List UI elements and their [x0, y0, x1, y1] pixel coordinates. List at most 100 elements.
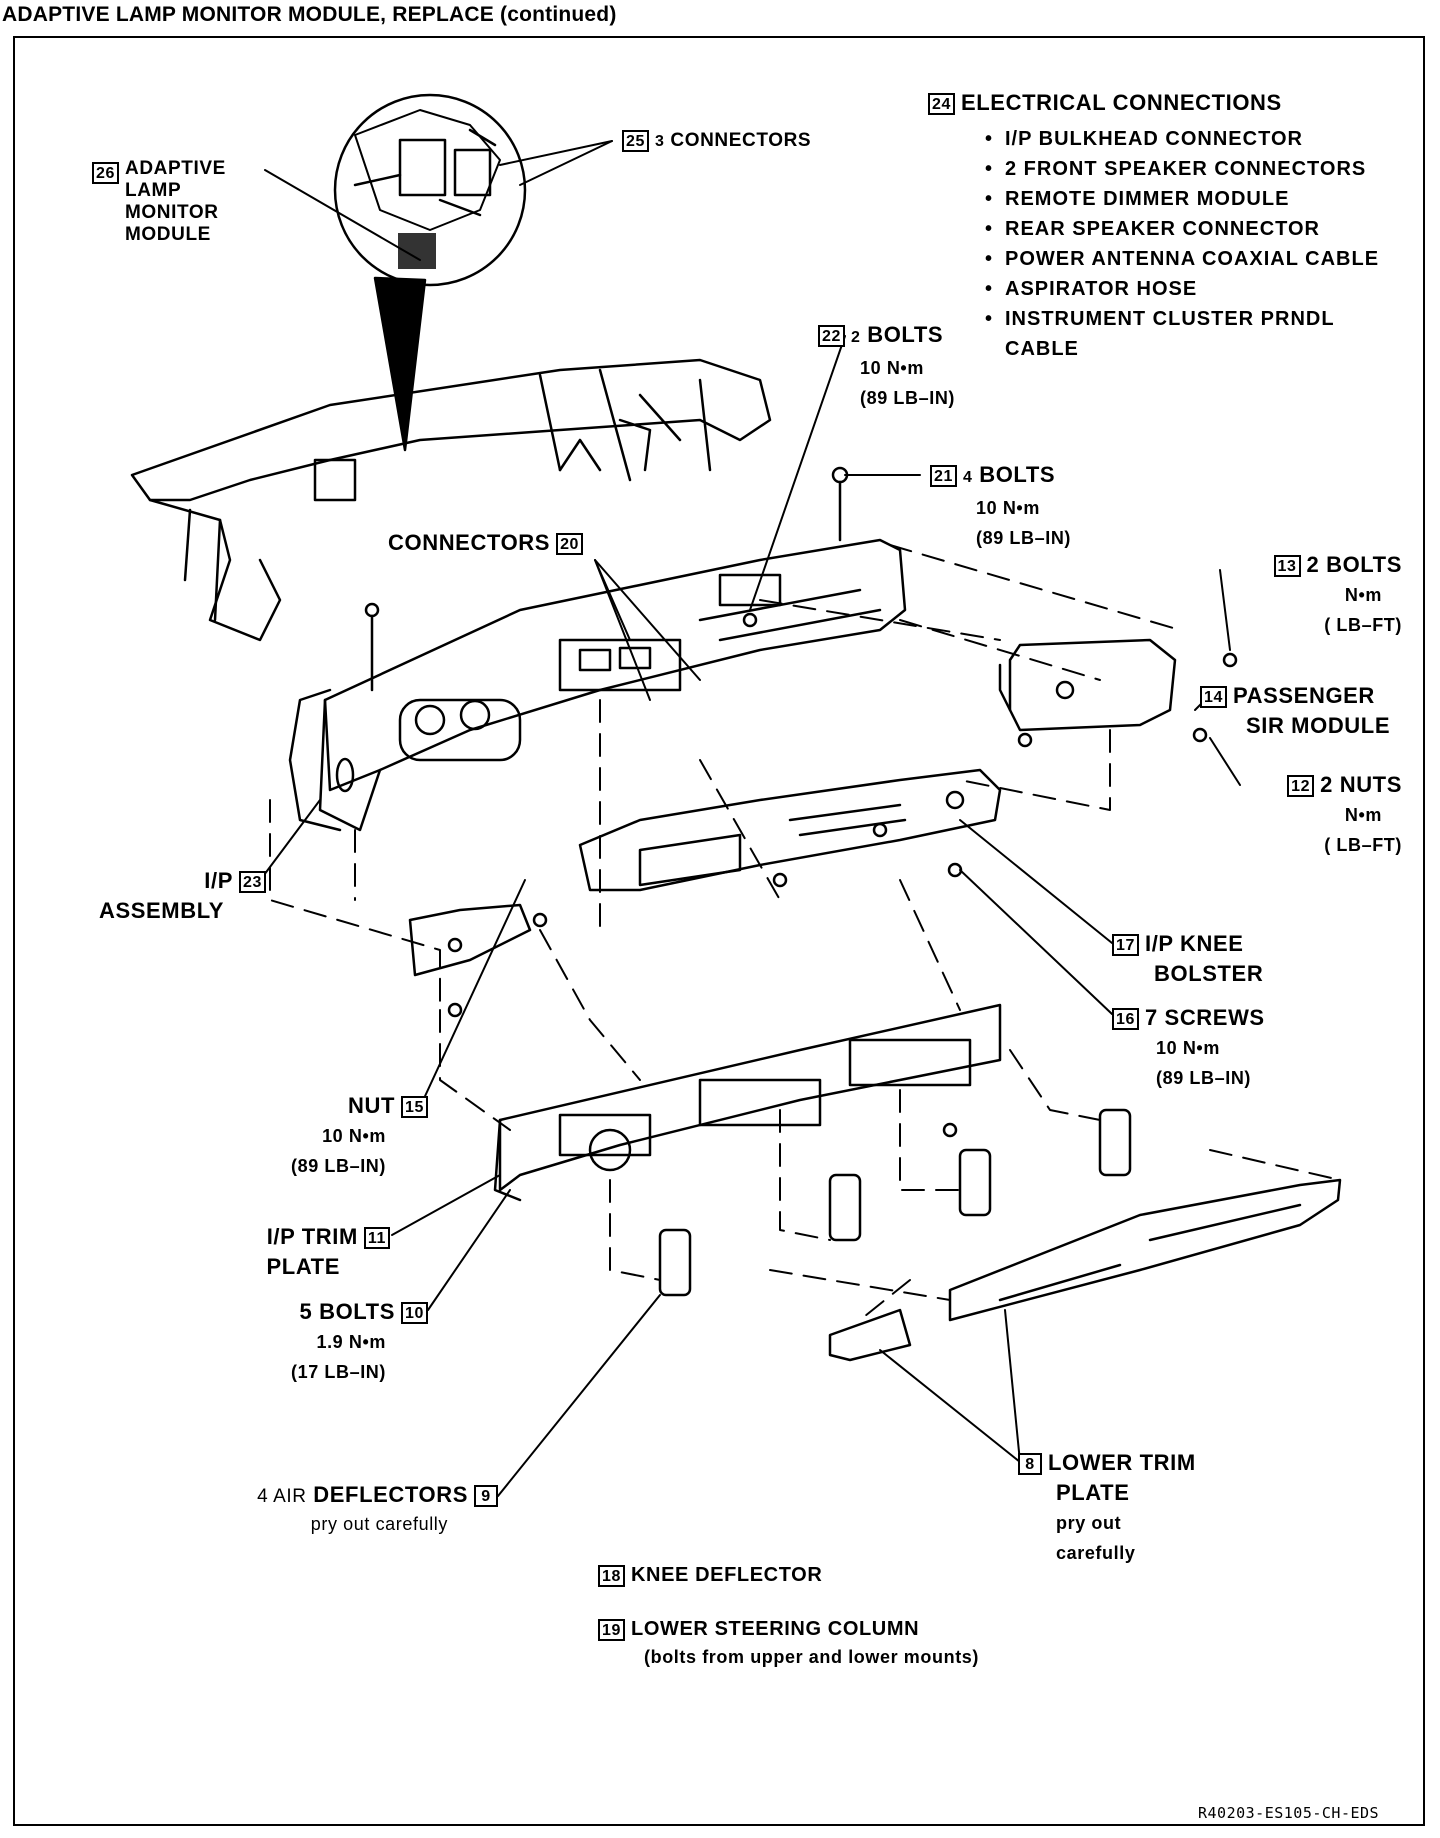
- callout-19-lower-steering-column: 19 LOWER STEERING COLUMN (bolts from uppe…: [598, 1614, 979, 1670]
- callout-number: 11: [363, 1227, 390, 1250]
- label-line: MONITOR: [125, 202, 219, 223]
- list-item: REMOTE DIMMER MODULE: [985, 184, 1379, 214]
- callout-8-lower-trim-plate: 8 LOWER TRIM PLATE pry out carefully: [1018, 1448, 1196, 1568]
- callout-number: 23: [239, 871, 266, 894]
- list-item: POWER ANTENNA COAXIAL CABLE: [985, 244, 1379, 274]
- callout-number: 19: [598, 1618, 625, 1641]
- torque-metric: N•m: [1344, 585, 1382, 605]
- qty: 2: [851, 329, 861, 346]
- callout-15-nut: NUT 15 10 N•m (89 LB–IN): [200, 1091, 428, 1181]
- callout-18-knee-deflector: 18 KNEE DEFLECTOR: [598, 1560, 822, 1590]
- callout-number: 22: [818, 325, 845, 348]
- callout-16-screws: 16 7 SCREWS 10 N•m (89 LB–IN): [1112, 1003, 1265, 1093]
- callout-number: 15: [401, 1096, 428, 1119]
- figure-reference-code: R40203-ES105-CH-EDS: [1198, 1804, 1380, 1822]
- label-line: MODULE: [125, 224, 211, 245]
- callout-23-ip-assembly: I/P 23 ASSEMBLY: [80, 866, 266, 926]
- label-line2: ASSEMBLY: [98, 898, 224, 923]
- label: DEFLECTORS: [313, 1482, 468, 1507]
- callout-number: 20: [556, 533, 584, 556]
- note-line2: carefully: [1056, 1543, 1136, 1563]
- label-line: ADAPTIVE: [125, 158, 226, 179]
- callout-number: 12: [1287, 775, 1315, 798]
- label: LOWER STEERING COLUMN: [631, 1618, 920, 1640]
- callout-24-electrical-connections: 24 ELECTRICAL CONNECTIONS: [928, 88, 1282, 118]
- label: 2 NUTS: [1320, 772, 1402, 797]
- list-item: 2 FRONT SPEAKER CONNECTORS: [985, 154, 1379, 184]
- torque-metric: N•m: [1344, 805, 1382, 825]
- callout-number: 25: [622, 129, 649, 152]
- label-line2: SIR MODULE: [1246, 713, 1391, 738]
- label: ELECTRICAL CONNECTIONS: [961, 90, 1282, 115]
- list-item: ASPIRATOR HOSE: [985, 274, 1379, 304]
- magnifier-cone: [373, 276, 427, 452]
- label: I/P KNEE: [1145, 931, 1244, 956]
- callout-number: 18: [598, 1564, 625, 1587]
- callout-number: 8: [1018, 1453, 1042, 1476]
- torque-metric: 10 N•m: [1156, 1038, 1220, 1058]
- qty: 3: [655, 133, 665, 150]
- label: 2 BOLTS: [1306, 552, 1402, 577]
- lower-trim-plate-shape: [828, 1178, 1342, 1362]
- qty: 4 AIR: [257, 1486, 307, 1507]
- callout-number: 9: [474, 1485, 498, 1508]
- cowl-panel: [130, 358, 772, 642]
- torque-imperial: ( LB–FT): [1324, 835, 1402, 855]
- label: NUT: [347, 1093, 395, 1118]
- page-title: ADAPTIVE LAMP MONITOR MODULE, REPLACE (c…: [2, 3, 617, 26]
- callout-14-passenger-sir-module: 14 PASSENGER SIR MODULE: [1200, 681, 1390, 741]
- label: KNEE DEFLECTOR: [631, 1564, 823, 1586]
- detail-magnifier: [333, 93, 527, 287]
- torque-metric: 10 N•m: [860, 358, 924, 378]
- label: 7 SCREWS: [1145, 1005, 1265, 1030]
- label: BOLTS: [979, 462, 1056, 487]
- torque-metric: 10 N•m: [976, 498, 1040, 518]
- label: BOLTS: [867, 322, 944, 347]
- torque-imperial: (89 LB–IN): [290, 1156, 386, 1176]
- assembly-guide-lines: [269, 544, 1341, 1321]
- note: (bolts from upper and lower mounts): [644, 1647, 979, 1667]
- list-item: INSTRUMENT CLUSTER PRNDL: [985, 304, 1379, 334]
- note: pry out: [1056, 1513, 1122, 1533]
- label: PASSENGER: [1233, 683, 1375, 708]
- qty: 4: [963, 469, 973, 486]
- torque-metric: 10 N•m: [322, 1126, 386, 1146]
- torque-metric: 1.9 N•m: [316, 1332, 386, 1352]
- callout-number: 24: [928, 93, 955, 116]
- diagram-frame: [13, 36, 1425, 1826]
- list-item: I/P BULKHEAD CONNECTOR: [985, 124, 1379, 154]
- label-line2: PLATE: [1056, 1480, 1130, 1505]
- callout-number: 26: [92, 162, 119, 184]
- torque-imperial: (89 LB–IN): [1156, 1068, 1252, 1088]
- torque-imperial: (89 LB–IN): [976, 528, 1072, 548]
- callout-number: 14: [1200, 686, 1227, 709]
- torque-imperial: (17 LB–IN): [290, 1362, 386, 1382]
- label: LOWER TRIM: [1048, 1450, 1196, 1475]
- knee-bolster-shape: [578, 768, 1002, 892]
- torque-imperial: (89 LB–IN): [860, 388, 956, 408]
- callout-number: 17: [1112, 934, 1139, 957]
- label: CONNECTORS: [388, 530, 551, 555]
- callout-number: 10: [401, 1302, 428, 1325]
- label: I/P: [204, 868, 233, 893]
- ip-trim-plate-shape: [493, 1003, 1002, 1202]
- label-line2: PLATE: [266, 1254, 340, 1279]
- callout-26-adaptive-lamp-monitor-module: 26 ADAPTIVE LAMP MONITOR MODULE: [92, 158, 226, 246]
- knee-deflector-shape: [408, 903, 548, 977]
- list-item-continuation: CABLE: [1005, 338, 1079, 360]
- ip-assembly-shape: [288, 538, 907, 832]
- leader-lines: [263, 140, 1241, 1497]
- label: 5 BOLTS: [299, 1299, 395, 1324]
- callout-number: 16: [1112, 1008, 1139, 1031]
- label-line: LAMP: [125, 180, 182, 201]
